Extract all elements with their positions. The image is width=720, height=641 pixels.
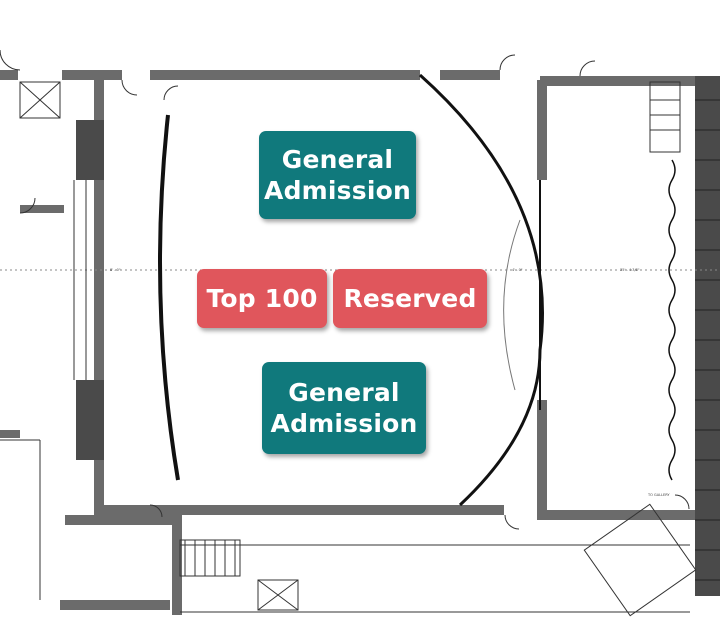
zone-label-line1: General: [288, 377, 400, 407]
reserved-zone[interactable]: Reserved: [333, 269, 487, 328]
zone-label-line2: Admission: [264, 176, 411, 205]
zone-label-line1: General: [281, 144, 394, 174]
curtain-line: [668, 159, 676, 481]
top-100-zone[interactable]: Top 100: [197, 269, 327, 328]
stage-curves: [158, 73, 544, 507]
building-walls: [0, 70, 700, 615]
to-gallery-label: TO GALLERY: [648, 493, 670, 497]
zone-label: Top 100: [206, 283, 318, 313]
general-admission-bottom-zone[interactable]: General Admission: [262, 362, 426, 454]
zone-label-line2: Admission: [270, 409, 418, 438]
zone-label: Reserved: [343, 283, 477, 313]
door-swings: [0, 49, 690, 530]
dim-label-left: 8' - 0": [110, 268, 121, 272]
right-wall-pattern: [695, 99, 720, 581]
stair-columns: [76, 76, 720, 596]
dim-label-right: 35' - 4 3/8": [620, 268, 640, 272]
general-admission-top-zone[interactable]: General Admission: [259, 131, 416, 219]
dim-label-mid: 4' - 0": [512, 268, 523, 272]
